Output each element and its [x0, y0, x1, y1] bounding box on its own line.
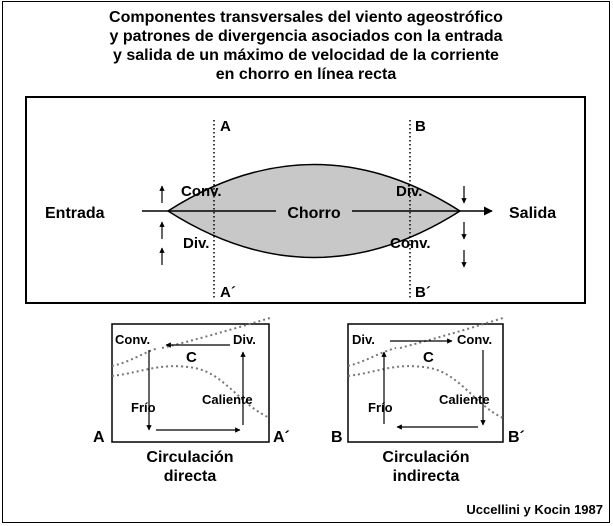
- divergence-label-left: Div.: [183, 235, 209, 252]
- direct-conv-label: Conv.: [115, 332, 150, 347]
- indirect-warm-label: Caliente: [439, 392, 490, 407]
- section-a-top-label: A: [220, 118, 231, 135]
- direct-caption-line-2: directa: [164, 468, 217, 485]
- direct-right-label: A´: [273, 429, 290, 446]
- indirect-conv-label: Conv.: [457, 332, 492, 347]
- direct-panel-border: [111, 323, 270, 443]
- section-b-top-label: B: [415, 118, 426, 135]
- title: Componentes transversales del viento age…: [109, 9, 503, 83]
- title-line-2: y patrones de divergencia asociados con …: [109, 28, 502, 45]
- convergence-label-right: Conv.: [390, 235, 431, 252]
- exit-label: Salida: [509, 205, 556, 222]
- indirect-left-label: B: [331, 429, 343, 446]
- jet-label-backdrop: [276, 201, 352, 221]
- indirect-caption-line-1: Circulación: [382, 449, 469, 466]
- convergence-label-left: Conv.: [181, 183, 222, 200]
- direct-isentrope-middle: [111, 365, 271, 419]
- jet-panel-border: [25, 96, 586, 304]
- indirect-cold-label: Frío: [368, 400, 393, 415]
- direct-isentrope-left: [111, 347, 159, 367]
- direct-center-label: C: [186, 349, 197, 366]
- indirect-caption-line-2: indirecta: [393, 468, 460, 485]
- title-line-1: Componentes transversales del viento age…: [109, 9, 503, 26]
- indirect-center-label: C: [423, 349, 434, 366]
- indirect-circulation-panel: Div. Conv. C Frío Caliente B B´ Circulac…: [331, 317, 525, 485]
- title-line-3: y salida de un máximo de velocidad de la…: [113, 47, 499, 64]
- direct-left-label: A: [93, 429, 105, 446]
- source-credit: Uccellini y Kocin 1987: [466, 502, 603, 517]
- indirect-isentrope-middle: [347, 365, 504, 419]
- indirect-right-label: B´: [508, 429, 525, 446]
- indirect-isentrope-upper: [399, 317, 504, 349]
- section-a-bottom-label: A´: [220, 284, 236, 301]
- jet-label: Chorro: [287, 205, 341, 222]
- direct-circulation-panel: Conv. Div. C Frío Caliente A A´ Circulac…: [93, 317, 290, 485]
- indirect-div-label: Div.: [352, 332, 375, 347]
- indirect-isentrope-left: [347, 347, 397, 367]
- direct-caption-line-1: Circulación: [146, 449, 233, 466]
- entrance-label: Entrada: [45, 205, 105, 222]
- title-line-4: en chorro en línea recta: [216, 66, 397, 83]
- divergence-label-right: Div.: [396, 183, 422, 200]
- jet-streak-panel: Entrada Salida Chorro Conv. Div. Div. Co…: [25, 96, 586, 304]
- indirect-panel-border: [347, 323, 504, 443]
- direct-cold-label: Frío: [131, 400, 156, 415]
- direct-warm-label: Caliente: [202, 392, 253, 407]
- section-b-bottom-label: B´: [415, 284, 431, 301]
- direct-div-label: Div.: [233, 332, 256, 347]
